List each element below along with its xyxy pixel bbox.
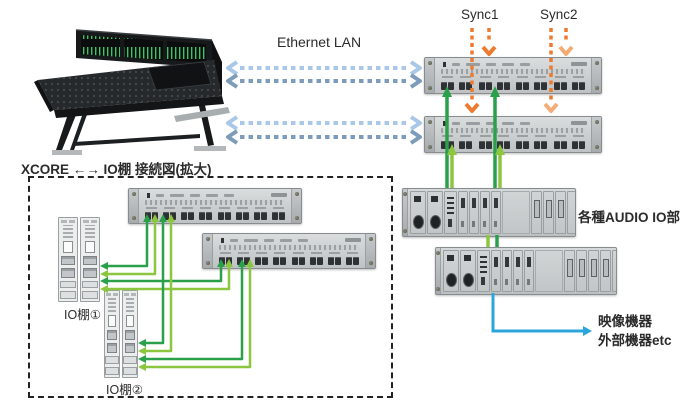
io-rack2-label: IO棚② [106,383,143,397]
rack-ear [436,248,440,294]
console-foot [194,146,226,151]
xcore-rack-2 [424,116,602,153]
rack-ear [425,58,434,93]
sync2-label: Sync2 [540,7,578,22]
card-slots [440,248,616,294]
rack-status-strip [439,119,587,127]
ethernet-arrows [226,60,422,145]
xcore-detail-title: XCORE ←→ IO棚 接続図(拡大) [21,162,212,177]
video-equipment-label: 映像機器 外部機器etc [598,312,672,350]
vent-grille [441,69,585,74]
rack-ear [203,234,212,268]
xcore-rack-detail-a [128,188,302,224]
rack-status-strip [439,60,587,68]
console-leg [198,101,214,146]
vent-grille [145,200,285,205]
io-rack2-modules [104,290,138,378]
video-equipment-line: 映像機器 [598,314,652,329]
meter-display [81,35,120,57]
xcore-io-detail-box [28,176,393,398]
audio-io-label: 各種AUDIO IO部 [578,210,681,225]
vent-grille [441,128,585,133]
io-module-card [58,217,78,302]
rack-ear [592,117,601,152]
rack-ear [592,58,601,93]
io-module-card [122,290,138,378]
rack-status-strip [143,191,287,199]
keyboard-tray [174,107,230,122]
ethernet-lan-label: Ethernet LAN [277,34,362,50]
port-row [439,135,587,149]
rack-ear [292,189,301,223]
io-rack1-modules [58,217,100,302]
console-leg [56,108,78,150]
card-slots [407,189,575,236]
audio-io-rack-1 [402,188,576,237]
port-row [143,207,287,220]
io-rack1-label: IO棚① [64,308,101,322]
rack-ear [403,189,407,236]
mixing-console [34,29,230,155]
console-foot [52,150,82,155]
rack-status-strip [217,236,361,244]
port-row [439,76,587,90]
port-row [217,252,361,265]
external-equipment-line: 外部機器etc [598,333,672,348]
rack-ear [129,189,138,223]
xcore-rack-detail-b [202,233,376,269]
xcore-rack-1 [424,57,602,94]
meter-display [167,41,206,63]
meter-display [124,38,163,60]
sync1-label: Sync1 [461,7,499,22]
video-output-arrow [491,293,592,336]
io-module-card [104,290,120,378]
vent-grille [219,245,359,250]
console-screen [147,61,212,91]
rack-ear [366,234,375,268]
rack-ear [425,117,434,152]
io-module-card [80,217,100,302]
audio-io-rack-2 [435,247,617,295]
